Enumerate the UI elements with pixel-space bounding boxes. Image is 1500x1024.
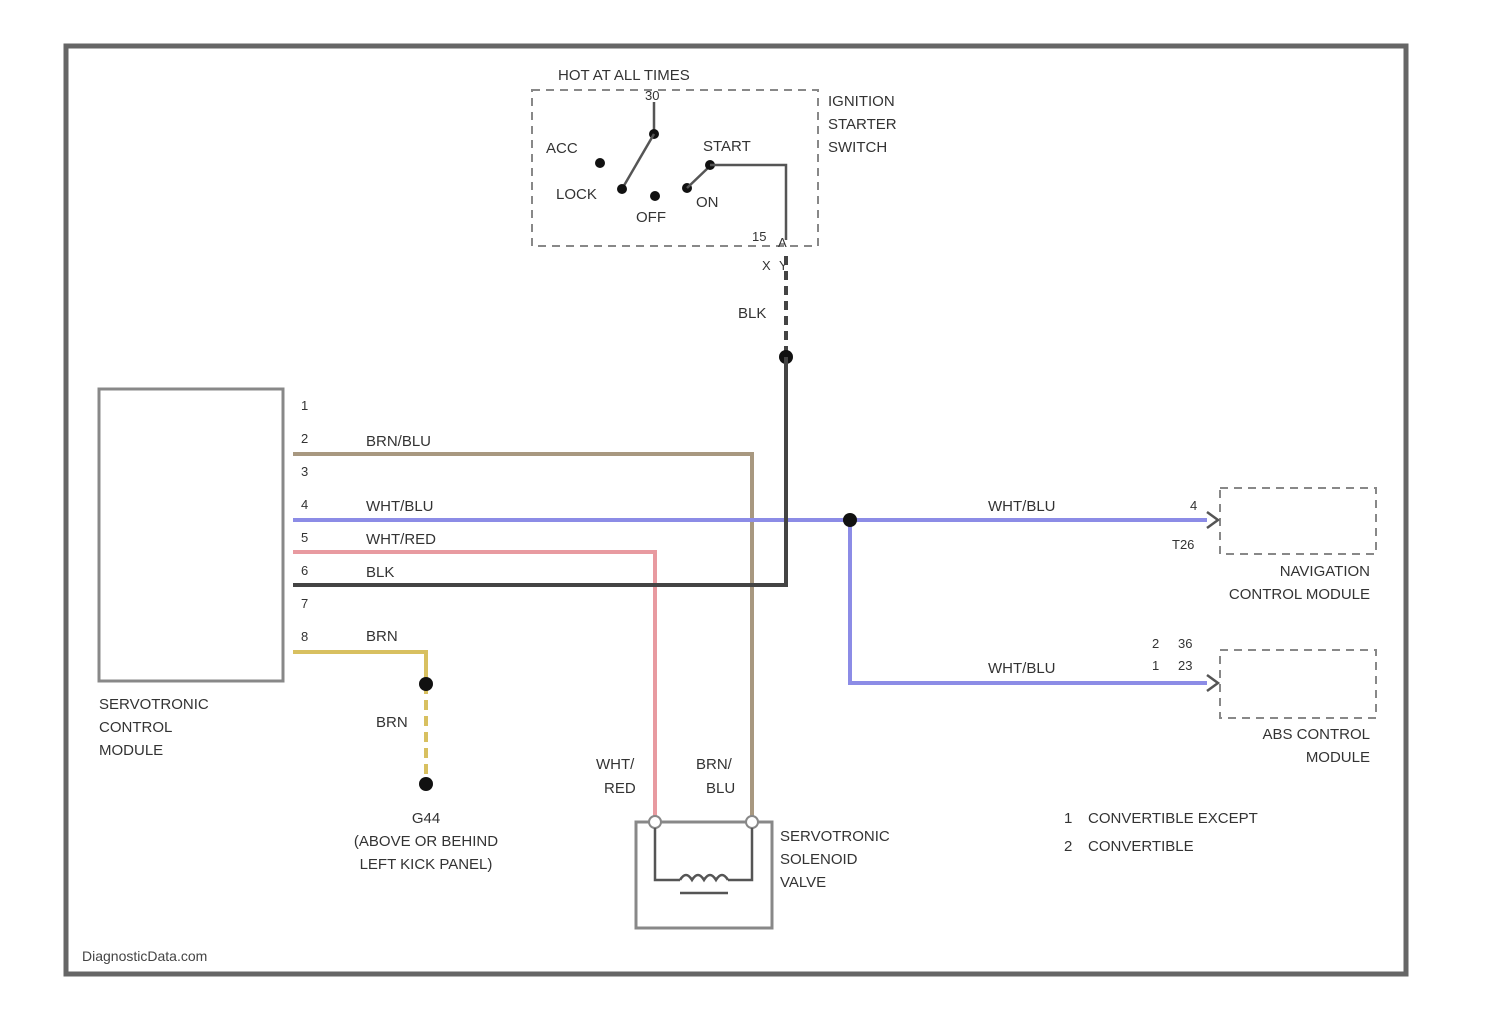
wht-red-label: WHT/RED xyxy=(366,531,436,548)
wht-red-wire xyxy=(293,552,655,822)
brn-splice xyxy=(419,677,433,691)
abs-pin-row1-a: 2 xyxy=(1152,636,1159,651)
start-label: START xyxy=(703,138,751,155)
abs-name-1: ABS CONTROL xyxy=(1262,726,1370,743)
wht-red-valve-label-1: WHT/ xyxy=(596,756,635,773)
abs-pin-row1-b: 36 xyxy=(1178,636,1192,651)
brn-blu-wire xyxy=(293,454,752,822)
module-pin-6: 6 xyxy=(301,563,308,578)
nav-name-1: NAVIGATION xyxy=(1280,563,1370,580)
start-blade xyxy=(687,166,710,188)
servotronic-module-box xyxy=(99,389,283,681)
ground-name-1: G44 xyxy=(412,810,440,827)
off-label: OFF xyxy=(636,209,666,226)
valve-pin-right xyxy=(746,816,758,828)
nav-connector: T26 xyxy=(1172,537,1194,552)
module-pin-8: 8 xyxy=(301,629,308,644)
ground-name-3: LEFT KICK PANEL) xyxy=(360,856,493,873)
brn-blu-label: BRN/BLU xyxy=(366,433,431,450)
navigation-control-module: 4 T26 NAVIGATION CONTROL MODULE xyxy=(1172,488,1376,603)
ignition-switch-outline xyxy=(532,90,818,246)
legend-text-2: CONVERTIBLE xyxy=(1088,838,1194,855)
legend-num-2: 2 xyxy=(1064,838,1072,855)
ignition-pin-b: X xyxy=(762,258,771,273)
start-output-line xyxy=(710,165,786,240)
module-pin-5: 5 xyxy=(301,530,308,545)
hot-at-all-times-label: HOT AT ALL TIMES xyxy=(558,67,690,84)
brn-lower-label: BRN xyxy=(376,714,408,731)
module-pin-1: 1 xyxy=(301,398,308,413)
wht-blu-left-label: WHT/BLU xyxy=(366,498,434,515)
off-contact xyxy=(650,191,660,201)
wht-blu-abs-label: WHT/BLU xyxy=(988,660,1056,677)
abs-module-outline xyxy=(1220,650,1376,718)
legend-text-1: CONVERTIBLE EXCEPT xyxy=(1088,810,1258,827)
valve-name-3: VALVE xyxy=(780,874,826,891)
ground-point xyxy=(419,777,433,791)
abs-connector-icon xyxy=(1207,675,1218,691)
ignition-switch: HOT AT ALL TIMES 30 ACC LOCK OFF ON STAR… xyxy=(532,67,897,273)
legend: 1 CONVERTIBLE EXCEPT 2 CONVERTIBLE xyxy=(1064,810,1258,855)
lock-contact xyxy=(617,184,627,194)
brn-blu-valve-label-1: BRN/ xyxy=(696,756,733,773)
ignition-name-line-3: SWITCH xyxy=(828,139,887,156)
servo-module-name-3: MODULE xyxy=(99,742,163,759)
ignition-name-line-2: STARTER xyxy=(828,116,897,133)
ignition-top-pin: 30 xyxy=(645,88,659,103)
module-pin-2: 2 xyxy=(301,431,308,446)
brn-label: BRN xyxy=(366,628,398,645)
on-label: ON xyxy=(696,194,719,211)
wht-red-valve-label-2: RED xyxy=(604,780,636,797)
abs-name-2: MODULE xyxy=(1306,749,1370,766)
acc-contact xyxy=(595,158,605,168)
servo-module-name-1: SERVOTRONIC xyxy=(99,696,209,713)
blk-top-label: BLK xyxy=(738,305,766,322)
wht-blu-splice xyxy=(843,513,857,527)
valve-name-1: SERVOTRONIC xyxy=(780,828,890,845)
nav-pin: 4 xyxy=(1190,498,1197,513)
brn-blu-valve-label-2: BLU xyxy=(706,780,735,797)
blk-label: BLK xyxy=(366,564,394,581)
ignition-conn-a: A xyxy=(778,235,787,250)
servotronic-control-module: 1 2 3 4 5 6 7 8 SERVOTRONIC CONTROL MODU… xyxy=(99,389,308,759)
ignition-name-line-1: IGNITION xyxy=(828,93,895,110)
module-pin-7: 7 xyxy=(301,596,308,611)
abs-pin-row2-a: 1 xyxy=(1152,658,1159,673)
servotronic-solenoid-valve: SERVOTRONIC SOLENOID VALVE xyxy=(636,816,890,928)
module-pin-3: 3 xyxy=(301,464,308,479)
wht-blu-nav-label: WHT/BLU xyxy=(988,498,1056,515)
nav-connector-icon xyxy=(1207,512,1218,528)
legend-num-1: 1 xyxy=(1064,810,1072,827)
nav-name-2: CONTROL MODULE xyxy=(1229,586,1370,603)
acc-label: ACC xyxy=(546,140,578,157)
ground-name-2: (ABOVE OR BEHIND xyxy=(354,833,498,850)
module-pin-4: 4 xyxy=(301,497,308,512)
brn-wire xyxy=(293,652,426,684)
ignition-pin-a: 15 xyxy=(752,229,766,244)
ignition-switch-blade xyxy=(622,134,654,189)
lock-label: LOCK xyxy=(556,186,597,203)
nav-module-outline xyxy=(1220,488,1376,554)
servo-module-name-2: CONTROL xyxy=(99,719,172,736)
valve-pin-left xyxy=(649,816,661,828)
abs-pin-row2-b: 23 xyxy=(1178,658,1192,673)
valve-name-2: SOLENOID xyxy=(780,851,858,868)
abs-control-module: 2 36 1 23 ABS CONTROL MODULE xyxy=(1152,636,1376,766)
watermark: DiagnosticData.com xyxy=(82,948,207,964)
